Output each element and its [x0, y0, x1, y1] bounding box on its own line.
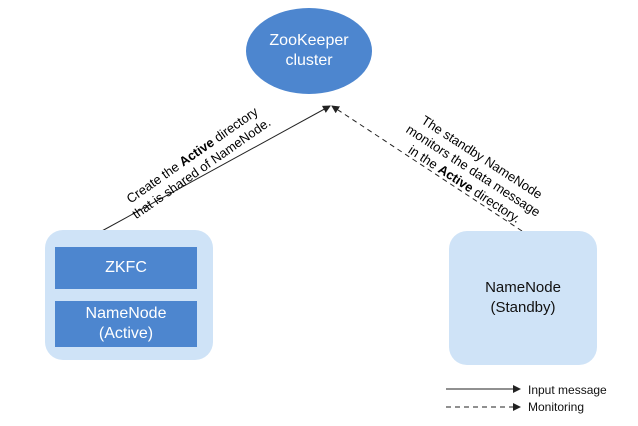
active-namenode-block: NameNode (Active): [55, 301, 197, 347]
standby-namenode-line1: NameNode: [485, 279, 561, 296]
legend-monitoring-label: Monitoring: [528, 400, 585, 414]
standby-namenode-node: NameNode (Standby): [449, 231, 597, 365]
zookeeper-cluster-node: ZooKeeper cluster: [246, 8, 372, 94]
active-namenode-line2: (Active): [98, 325, 154, 342]
zkfc-block: ZKFC: [55, 247, 197, 289]
standby-namenode-line2: (Standby): [490, 299, 556, 316]
active-namenode-container: ZKFC NameNode (Active): [45, 230, 213, 360]
monitoring-arrow: [331, 105, 523, 232]
zookeeper-label-line2: cluster: [285, 52, 333, 69]
zkfc-label: ZKFC: [105, 259, 147, 276]
legend-input-message-label: Input message: [528, 383, 607, 397]
input-message-arrow: [99, 105, 331, 233]
zookeeper-label-line1: ZooKeeper: [269, 32, 349, 49]
active-namenode-line1: NameNode: [85, 305, 167, 322]
